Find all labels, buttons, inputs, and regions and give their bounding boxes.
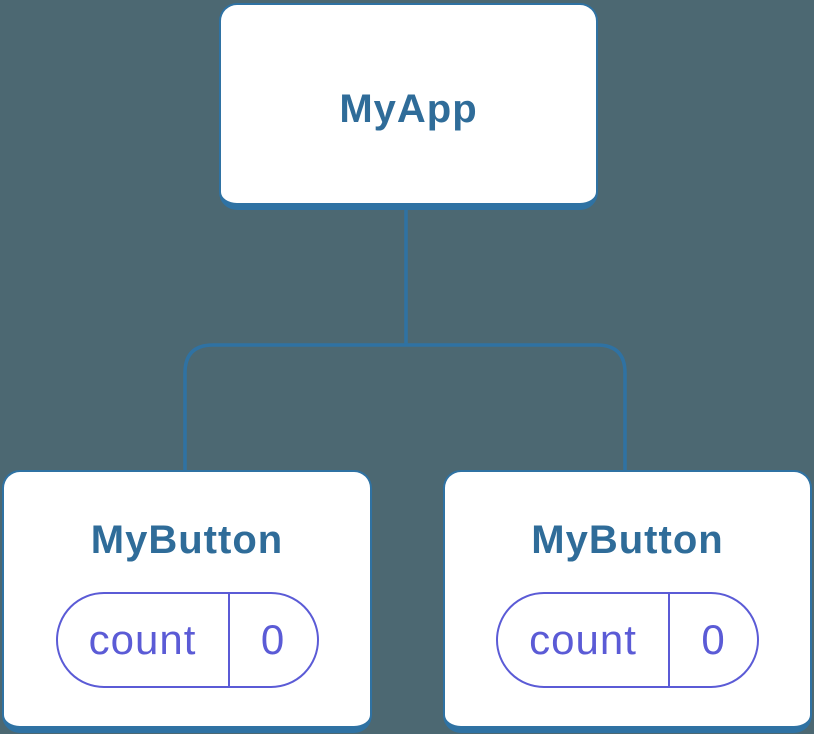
node-label: MyButton [90, 518, 284, 562]
node-mybutton-right: MyButton count 0 [443, 470, 812, 733]
state-value: 0 [260, 616, 286, 663]
state-name-cell: count [498, 594, 668, 686]
branch-line [183, 343, 627, 472]
state-pill: count 0 [496, 592, 759, 688]
state-pill: count 0 [55, 592, 319, 688]
state-name: count [529, 616, 637, 663]
state-name: count [88, 616, 197, 663]
state-name-cell: count [58, 594, 228, 686]
node-label: MyApp [339, 87, 478, 131]
node-mybutton-left: MyButton count 0 [2, 470, 372, 733]
node-myapp: MyApp [219, 3, 598, 210]
state-value-cell: 0 [227, 594, 317, 686]
node-label: MyButton [531, 518, 724, 562]
state-value: 0 [701, 616, 726, 663]
state-value-cell: 0 [668, 594, 757, 686]
